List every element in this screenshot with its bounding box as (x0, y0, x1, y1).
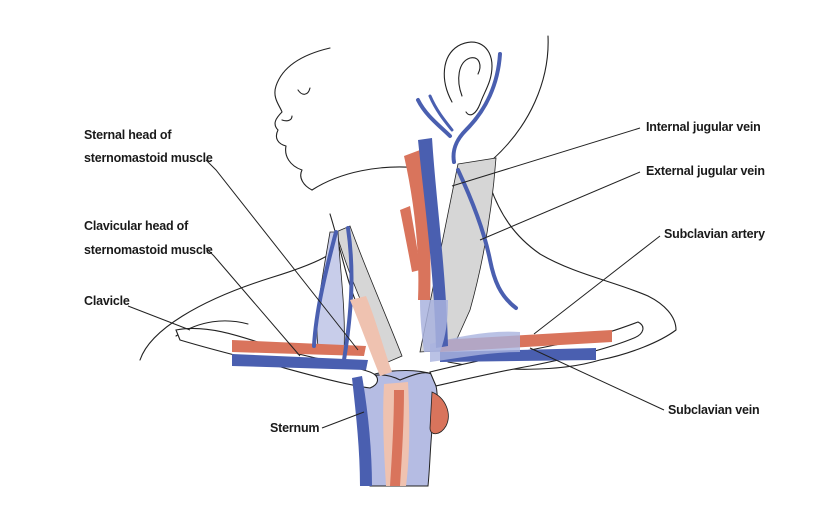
labels: Sternal head of sternomastoid muscle Cla… (84, 120, 765, 435)
leader-clavicular-head (205, 247, 301, 357)
leader-internal-jugular (451, 127, 641, 187)
leader-lines (127, 127, 665, 429)
sternum-notch (365, 372, 433, 381)
label-internal-jugular: Internal jugular vein (646, 120, 761, 134)
label-external-jugular: External jugular vein (646, 164, 765, 178)
label-clavicular-head-line1: Clavicular head of (84, 219, 189, 233)
sternum-bone (361, 370, 449, 487)
aorta-stripe (390, 390, 404, 486)
left-jugular (312, 230, 338, 348)
brachiocephalic-vein (352, 376, 372, 486)
label-clavicle: Clavicle (84, 294, 130, 308)
label-sternum: Sternum (270, 421, 319, 435)
leader-subclavian-artery (533, 235, 661, 335)
leader-clavicle (127, 305, 191, 331)
ear-inner (458, 57, 481, 97)
external-jugular-branch-2 (428, 94, 454, 132)
leader-sternum (321, 411, 365, 429)
vessels (232, 52, 612, 486)
leader-subclavian-vein (529, 347, 665, 411)
subclavian-vein-left (232, 354, 368, 370)
label-subclavian-artery: Subclavian artery (664, 227, 765, 241)
label-subclavian-vein: Subclavian vein (668, 403, 759, 417)
mouth-mark (281, 115, 293, 122)
throat-line (329, 213, 357, 303)
carotid-branch (400, 206, 420, 272)
ear-outline (443, 41, 493, 116)
label-sternal-head-line2: sternomastoid muscle (84, 151, 213, 165)
internal-jugular-light (420, 300, 448, 352)
jaw-line (311, 166, 421, 191)
external-jugular-branch (416, 98, 452, 138)
neck-back (489, 185, 649, 297)
left-carotid (350, 296, 392, 376)
external-jugular-vein (456, 168, 518, 310)
internal-jugular-vein (418, 138, 448, 348)
label-clavicular-head-line2: sternomastoid muscle (84, 243, 213, 257)
right-shoulder (599, 295, 677, 361)
subclavian-artery-left (232, 340, 366, 356)
subclavian-vein-right-light (430, 331, 520, 362)
eye-mark (297, 87, 311, 95)
left-jugular-2 (342, 226, 354, 362)
sternum-side-lobe (429, 391, 449, 435)
body-outline (139, 35, 677, 370)
leader-sternal-head (205, 159, 359, 351)
left-shoulder (139, 253, 331, 361)
face-profile (274, 47, 331, 191)
external-jugular-upper (451, 52, 502, 164)
leader-external-jugular (479, 171, 641, 241)
label-sternal-head-line1: Sternal head of (84, 128, 172, 142)
